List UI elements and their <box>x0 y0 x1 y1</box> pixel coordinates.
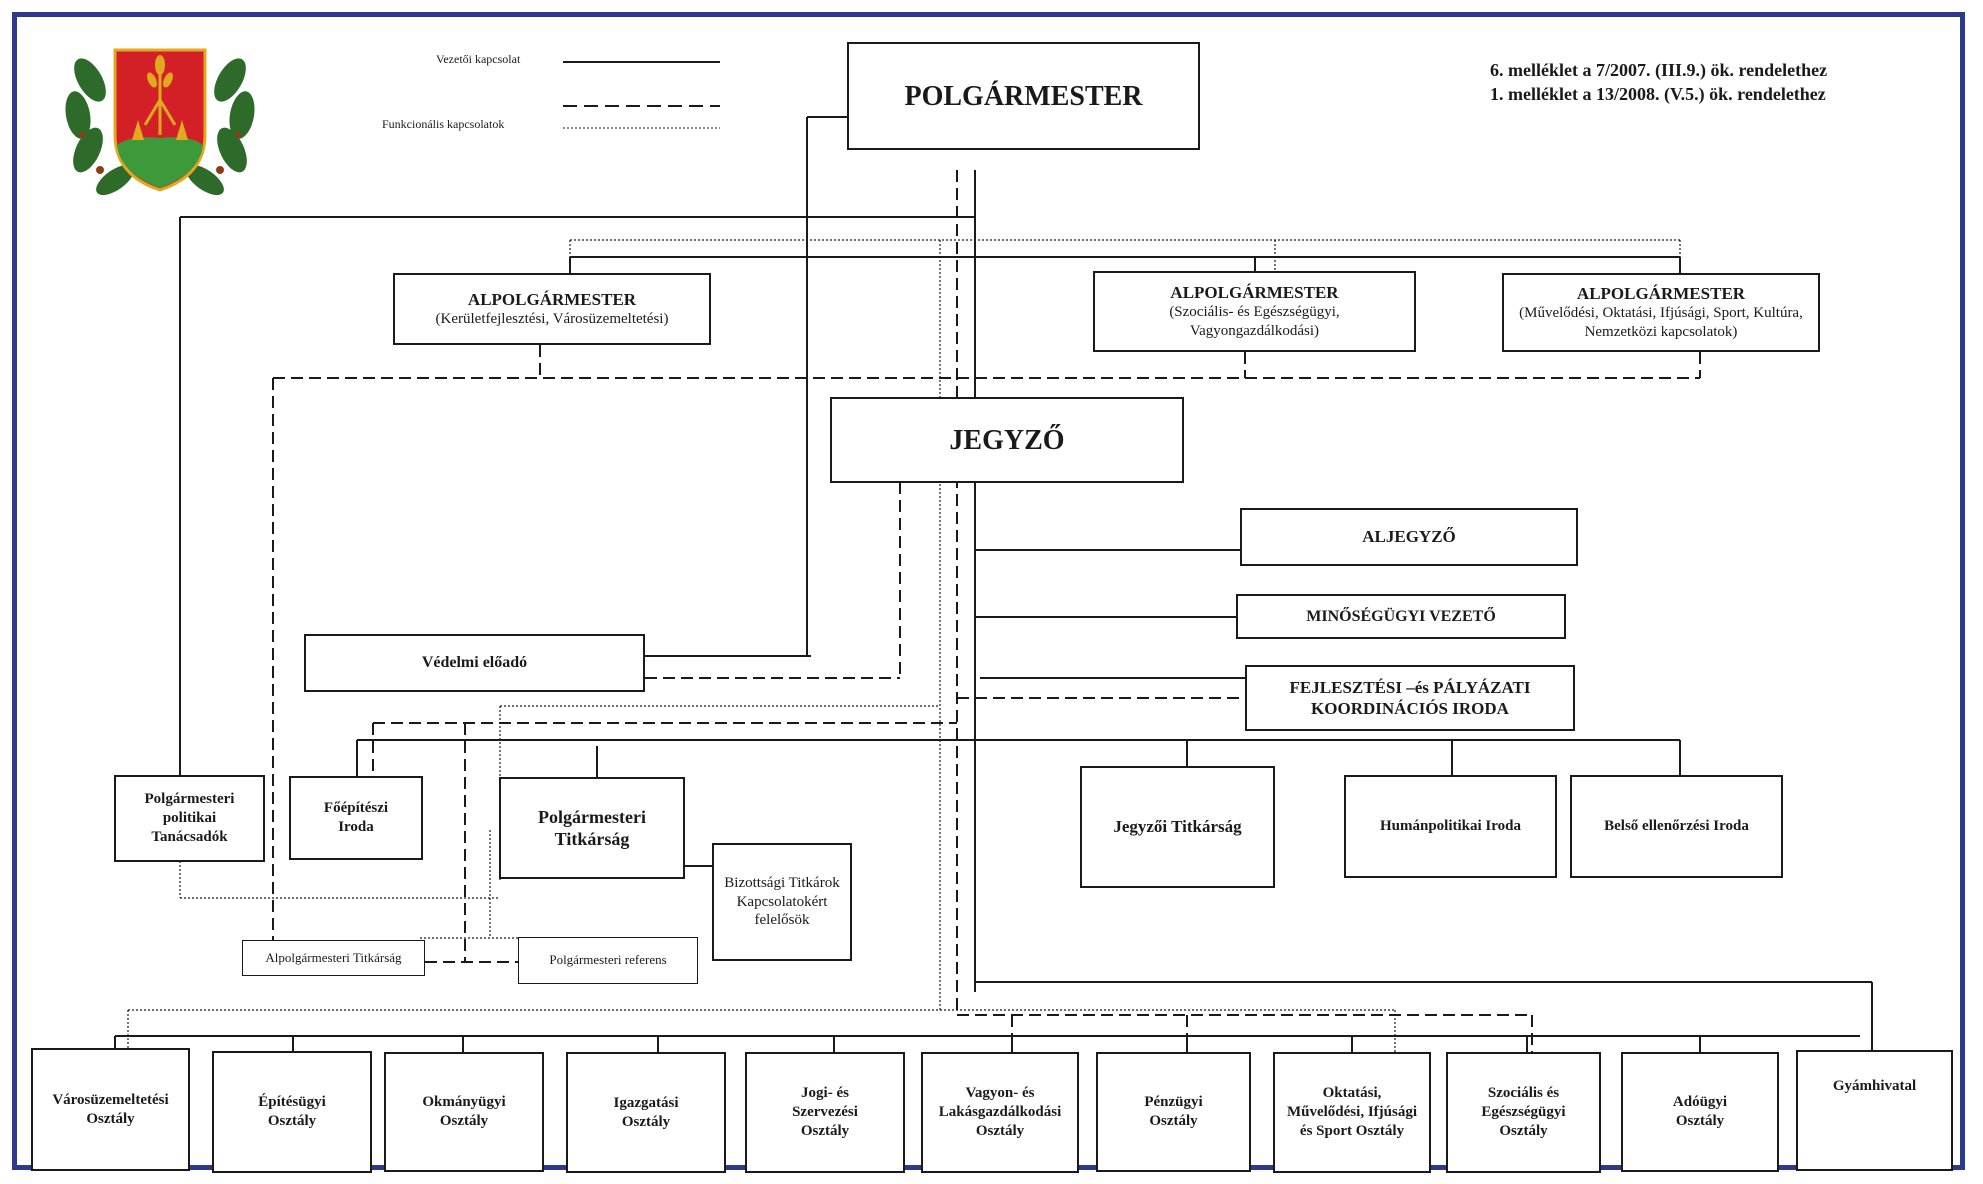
department-box-7: Pénzügyi Osztály <box>1096 1052 1251 1172</box>
department-box-5: Jogi- és Szervezési Osztály <box>745 1052 905 1173</box>
audit-office-title: Belső ellenőrzési Iroda <box>1604 818 1749 835</box>
deputy-mayor-box-1: ALPOLGÁRMESTER (Kerületfejlesztési, Váro… <box>393 273 711 345</box>
deputy-mayor-desc: (Szociális- és Egészségügyi, Vagyongazdá… <box>1169 304 1340 340</box>
department-title: Jogi- és Szervezési Osztály <box>792 1085 858 1139</box>
deputy-mayor-desc: (Művelődési, Oktatási, Ifjúsági, Sport, … <box>1519 305 1803 341</box>
department-title: Városüzemeltetési Osztály <box>52 1091 169 1127</box>
deputy-secretariat-title: Alpolgármesteri Titkárság <box>265 949 402 965</box>
notary-secretariat-box: Jegyzői Titkárság <box>1080 766 1275 888</box>
architect-box: Főépítészi Iroda <box>289 776 423 860</box>
department-title: Vagyon- és Lakásgazdálkodási Osztály <box>938 1085 1062 1139</box>
department-title: Okmányügyi Osztály <box>422 1094 506 1129</box>
architect-title: Főépítészi Iroda <box>323 800 389 835</box>
defense-title: Védelmi előadó <box>421 654 528 671</box>
mayor-secretariat-title: Polgármesteri Titkárság <box>538 806 646 850</box>
deputy-mayor-box-2: ALPOLGÁRMESTER (Szociális- és Egészségüg… <box>1093 271 1416 352</box>
department-box-10: Adóügyi Osztály <box>1621 1052 1779 1172</box>
department-box-3: Okmányügyi Osztály <box>384 1052 544 1172</box>
department-box-6: Vagyon- és Lakásgazdálkodási Osztály <box>921 1052 1079 1173</box>
deputy-mayor-title: ALPOLGÁRMESTER <box>1170 283 1339 303</box>
department-title: Építésügyi Osztály <box>258 1094 326 1129</box>
annex-line-1: 6. melléklet a 7/2007. (III.9.) ök. rend… <box>1490 60 1828 80</box>
mayor-referent-title: Polgármesteri referens <box>549 952 667 968</box>
dev-office-title: FEJLESZTÉSI –és PÁLYÁZATI KOORDINÁCIÓS I… <box>1289 677 1531 718</box>
coat-of-arms-icon <box>65 48 255 196</box>
notary-secretariat-title: Jegyzői Titkárság <box>1113 817 1242 837</box>
mayor-secretariat-box: Polgármesteri Titkárság <box>499 777 685 879</box>
department-box-1: Városüzemeltetési Osztály <box>31 1048 190 1171</box>
deputy-notary-title: ALJEGYZŐ <box>1362 527 1456 547</box>
committee-title: Bizottsági Titkárok Kapcsolatokért felel… <box>724 874 840 929</box>
legend-functional-label: Funkcionális kapcsolatok <box>382 117 505 131</box>
department-box-2: Építésügyi Osztály <box>212 1051 372 1173</box>
department-title: Adóügyi Osztály <box>1672 1094 1728 1129</box>
deputy-notary-box: ALJEGYZŐ <box>1240 508 1578 566</box>
annex-line-2: 1. melléklet a 13/2008. (V.5.) ök. rende… <box>1490 84 1826 105</box>
department-title: Szociális és Egészségügyi Osztály <box>1481 1085 1566 1139</box>
deputy-mayor-box-3: ALPOLGÁRMESTER (Művelődési, Oktatási, If… <box>1502 273 1820 352</box>
deputy-mayor-desc: (Kerületfejlesztési, Városüzemeltetési) <box>435 311 669 328</box>
department-box-11: Gyámhivatal <box>1796 1050 1953 1171</box>
department-title: Gyámhivatal <box>1832 1078 1917 1094</box>
defense-box: Védelmi előadó <box>304 634 645 692</box>
notary-title: JEGYZŐ <box>949 424 1065 456</box>
mayor-referent-box: Polgármesteri referens <box>518 937 698 984</box>
hr-office-title: Humánpolitikai Iroda <box>1379 818 1521 835</box>
department-box-8: Oktatási, Művelődési, Ifjúsági és Sport … <box>1273 1052 1431 1173</box>
mayor-box: POLGÁRMESTER <box>847 42 1200 150</box>
annex-text: 6. melléklet a 7/2007. (III.9.) ök. rend… <box>1490 58 1827 107</box>
department-title: Oktatási, Művelődési, Ifjúsági és Sport … <box>1286 1085 1417 1139</box>
quality-lead-box: MINŐSÉGÜGYI VEZETŐ <box>1236 594 1566 639</box>
department-title: Pénzügyi Osztály <box>1144 1094 1203 1129</box>
hr-office-box: Humánpolitikai Iroda <box>1344 775 1557 878</box>
legend-leader-label: Vezetői kapcsolat <box>436 52 521 66</box>
deputy-mayor-title: ALPOLGÁRMESTER <box>1576 284 1746 304</box>
dev-office-box: FEJLESZTÉSI –és PÁLYÁZATI KOORDINÁCIÓS I… <box>1245 665 1575 731</box>
advisors-title: Polgármesteri politikai Tanácsadók <box>144 791 235 845</box>
deputy-secretariat-box: Alpolgármesteri Titkárság <box>242 940 425 976</box>
mayor-title: POLGÁRMESTER <box>904 80 1143 112</box>
advisors-box: Polgármesteri politikai Tanácsadók <box>114 775 265 862</box>
department-box-9: Szociális és Egészségügyi Osztály <box>1446 1052 1601 1173</box>
department-title: Igazgatási Osztály <box>613 1094 679 1130</box>
committee-box: Bizottsági Titkárok Kapcsolatokért felel… <box>712 843 852 961</box>
quality-lead-title: MINŐSÉGÜGYI VEZETŐ <box>1306 607 1496 625</box>
department-box-4: Igazgatási Osztály <box>566 1052 726 1173</box>
deputy-mayor-title: ALPOLGÁRMESTER <box>467 290 637 309</box>
audit-office-box: Belső ellenőrzési Iroda <box>1570 775 1783 878</box>
notary-box: JEGYZŐ <box>830 397 1184 483</box>
